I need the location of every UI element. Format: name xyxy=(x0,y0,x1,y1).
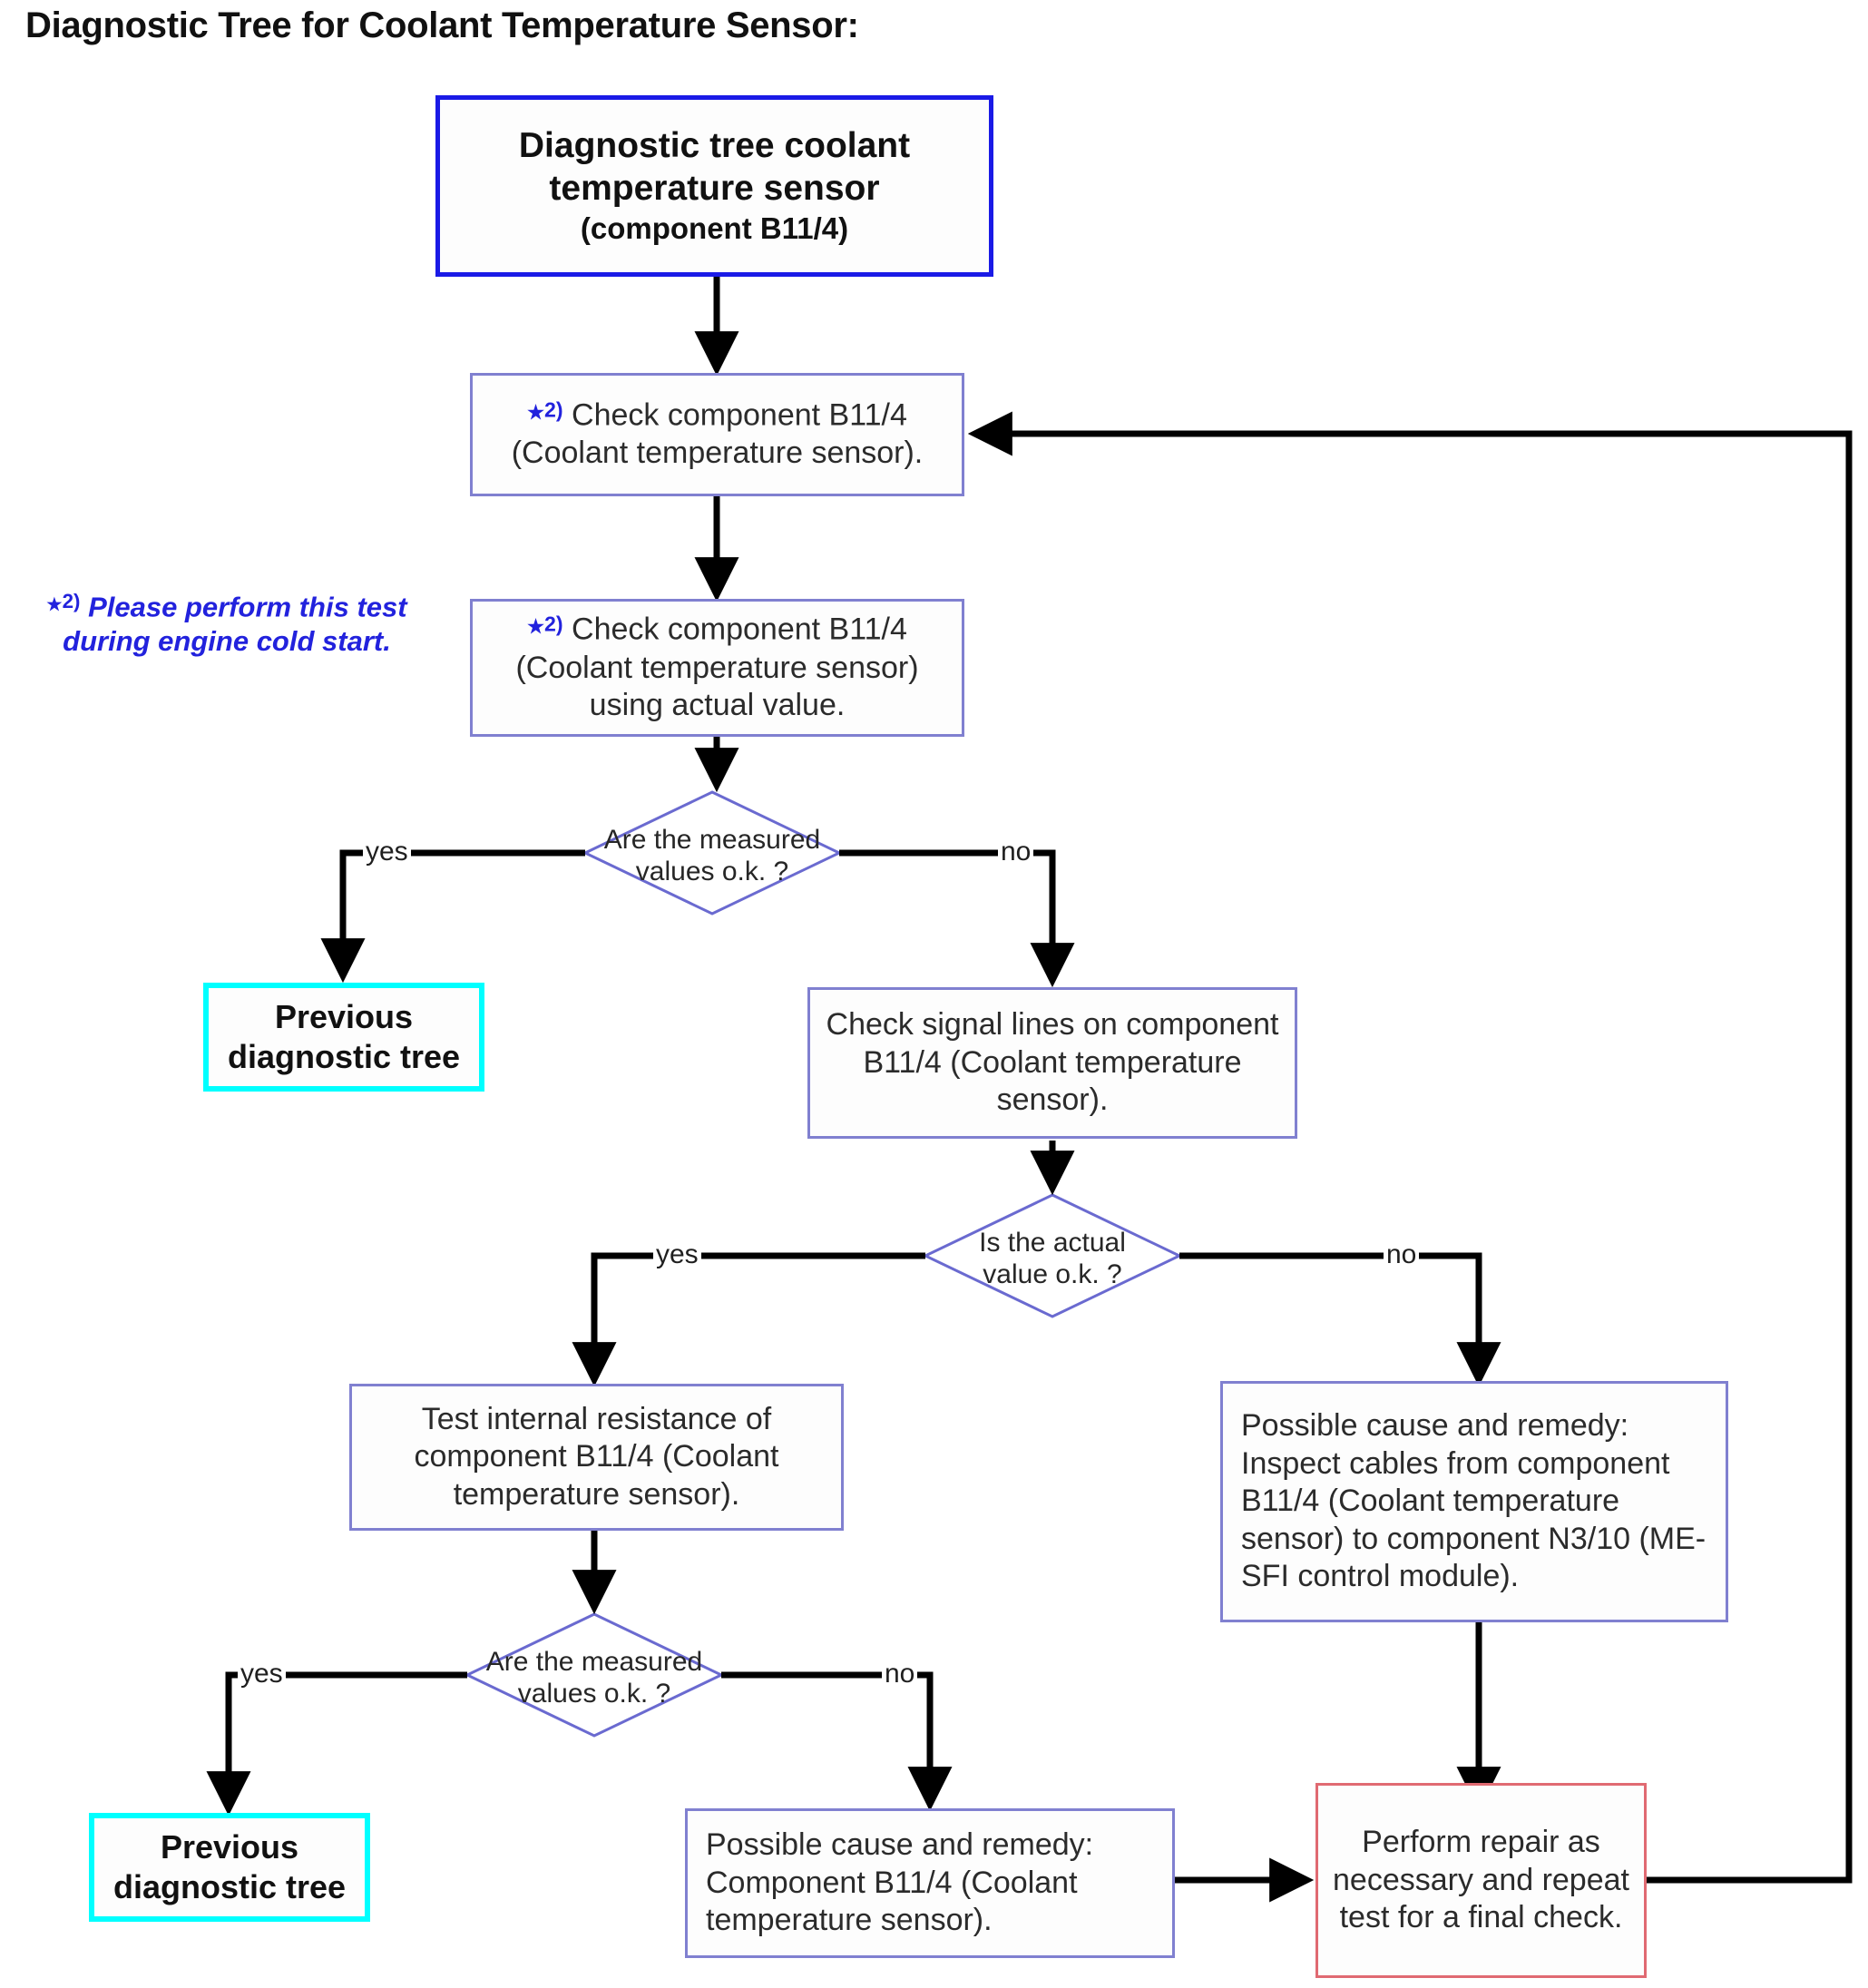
check-signal-lines-text: Check signal lines on component B11/4 (C… xyxy=(826,1007,1279,1118)
node-test-internal-resistance[interactable]: Test internal resistance of component B1… xyxy=(349,1384,844,1531)
star-icon: ★ xyxy=(527,616,545,638)
node-perform-repair[interactable]: Perform repair as necessary and repeat t… xyxy=(1315,1783,1647,1978)
start-line-2: temperature sensor xyxy=(549,169,880,209)
perform-repair-text: Perform repair as necessary and repeat t… xyxy=(1333,1825,1629,1935)
remedy-component-text: Possible cause and remedy: Component B11… xyxy=(706,1827,1094,1938)
node-check-signal-lines[interactable]: Check signal lines on component B11/4 (C… xyxy=(807,987,1297,1139)
node-remedy-component[interactable]: Possible cause and remedy: Component B11… xyxy=(685,1808,1175,1958)
node-start-diagnostic-tree[interactable]: Diagnostic tree coolant temperature sens… xyxy=(435,95,993,277)
start-line-1: Diagnostic tree coolant xyxy=(518,126,911,166)
connector-decision3-no xyxy=(721,1671,953,1812)
footnote-marker-icon: ★2) xyxy=(527,397,563,424)
check-component-text: Check component B11/4 (Coolant temperatu… xyxy=(511,397,924,471)
connector-feedback-loop xyxy=(967,411,1853,1884)
connector-decision1-yes xyxy=(320,849,585,984)
edge-label-decision1-no: no xyxy=(998,838,1034,866)
star-icon: ★ xyxy=(46,595,63,615)
decision-measured-values-1 xyxy=(582,790,843,916)
node-check-component[interactable]: ★2) Check component B11/4 (Coolant tempe… xyxy=(470,373,964,496)
check-actual-value-text: Check component B11/4 (Coolant temperatu… xyxy=(515,612,919,723)
edge-label-decision2-yes: yes xyxy=(653,1241,701,1268)
edge-label-decision1-yes: yes xyxy=(363,838,411,866)
edge-label-decision3-yes: yes xyxy=(238,1660,286,1688)
connector-decision1-no xyxy=(839,849,1075,988)
decision-actual-value xyxy=(922,1193,1183,1318)
decision-measured-values-2 xyxy=(464,1612,725,1738)
node-check-actual-value[interactable]: ★2) Check component B11/4 (Coolant tempe… xyxy=(470,599,964,737)
connector-decision3-yes xyxy=(206,1671,467,1817)
node-previous-diagnostic-tree-2[interactable]: Previous diagnostic tree xyxy=(89,1813,370,1922)
star-icon: ★ xyxy=(527,402,545,424)
edge-label-decision2-no: no xyxy=(1384,1241,1420,1268)
node-previous-diagnostic-tree-1[interactable]: Previous diagnostic tree xyxy=(203,983,484,1092)
footnote-marker-icon: ★2) xyxy=(527,612,563,638)
remedy-cables-text: Possible cause and remedy: Inspect cable… xyxy=(1241,1408,1707,1594)
start-subtitle: (component B11/4) xyxy=(580,211,849,245)
connector-decision2-no xyxy=(1179,1252,1501,1387)
edge-label-decision3-no: no xyxy=(882,1660,918,1688)
footnote-text: Please perform this test during engine c… xyxy=(63,591,407,657)
node-remedy-inspect-cables[interactable]: Possible cause and remedy: Inspect cable… xyxy=(1220,1381,1728,1622)
footnote-note: ★2) Please perform this test during engi… xyxy=(46,590,407,657)
test-internal-resistance-text: Test internal resistance of component B1… xyxy=(414,1401,779,1512)
connector-decision2-yes xyxy=(572,1252,925,1387)
page-title: Diagnostic Tree for Coolant Temperature … xyxy=(25,5,859,45)
